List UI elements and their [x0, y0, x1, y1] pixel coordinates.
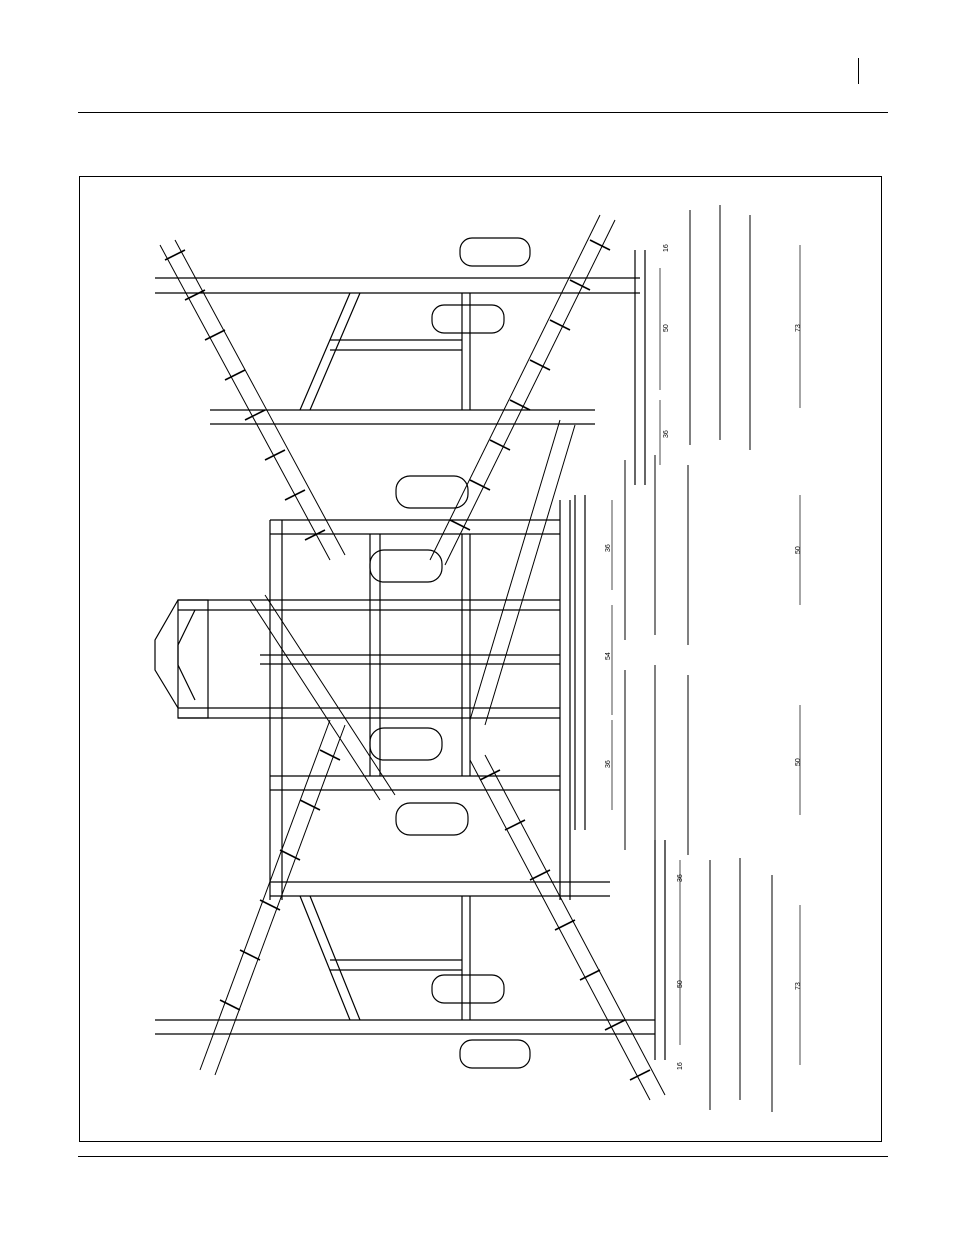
disk-gangs: [160, 215, 665, 1100]
dim-top-a: 16: [663, 244, 670, 252]
dim-mid-lower-a: 36: [605, 760, 612, 768]
dim-top-c: 73: [795, 324, 802, 332]
dim-mid-lower-b: 50: [795, 758, 802, 766]
dim-bottom-d: 16: [677, 1062, 684, 1070]
dim-top-b: 50: [663, 324, 670, 332]
disk-blades: [165, 240, 650, 1080]
dim-mid-upper-a: 36: [605, 544, 612, 552]
dim-center-a: 54: [605, 652, 612, 660]
dim-bottom-c: 73: [795, 982, 802, 990]
harrow-toolbars: [575, 250, 665, 1060]
harrow-tine-rows: [625, 205, 772, 1112]
wheels: [370, 238, 530, 1068]
dim-mid-upper-b: 50: [795, 546, 802, 554]
hitch: [155, 600, 208, 718]
dim-top-d: 36: [663, 430, 670, 438]
frame-tubes: [155, 278, 655, 1034]
dim-bottom-a: 36: [677, 874, 684, 882]
dim-bottom-b: 50: [677, 980, 684, 988]
